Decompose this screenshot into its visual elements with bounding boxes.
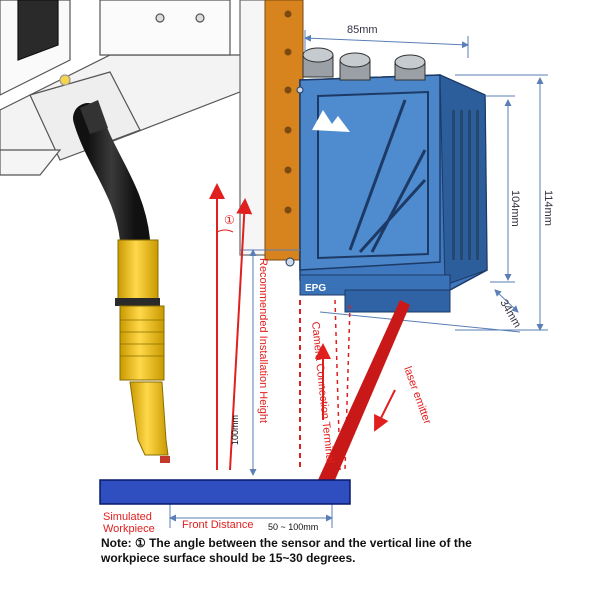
- workpiece-label-line1: Simulated: [103, 511, 152, 523]
- dimension-lines: [169, 30, 548, 528]
- note-line-2: workpiece surface should be 15~30 degree…: [101, 551, 356, 565]
- install-height-dimension-label: 100mm: [230, 415, 240, 445]
- laser-sensor: EPG: [285, 47, 488, 313]
- note-line-1: Note: ① The angle between the sensor and…: [101, 536, 472, 550]
- width-dimension-label: 85mm: [347, 24, 378, 36]
- torch-mount: [0, 0, 246, 176]
- inner-height-dimension-label: 104mm: [509, 190, 521, 227]
- installation-note: Note: ① The angle between the sensor and…: [101, 536, 521, 566]
- outer-height-dimension-label: 114mm: [542, 190, 554, 226]
- welding-torch: [73, 100, 170, 463]
- angle-guides: [209, 183, 410, 480]
- simulated-workpiece: [99, 479, 351, 505]
- front-distance-label: Front Distance: [182, 519, 254, 531]
- depth-dimension-label: 34mm: [497, 298, 523, 330]
- front-distance-range-label: 50 ~ 100mm: [268, 522, 318, 532]
- recommended-height-label: Recommended Installation Height: [257, 258, 269, 423]
- workpiece-label-line2: Workpiece: [103, 523, 155, 535]
- svg-text:EPG: EPG: [305, 283, 326, 294]
- angle-marker: ①: [224, 213, 235, 227]
- camera-terminal-label: Camera Connection Terminal: [309, 321, 336, 464]
- laser-emitter-label: laser emitter: [401, 365, 433, 426]
- mounting-plate: [239, 0, 304, 261]
